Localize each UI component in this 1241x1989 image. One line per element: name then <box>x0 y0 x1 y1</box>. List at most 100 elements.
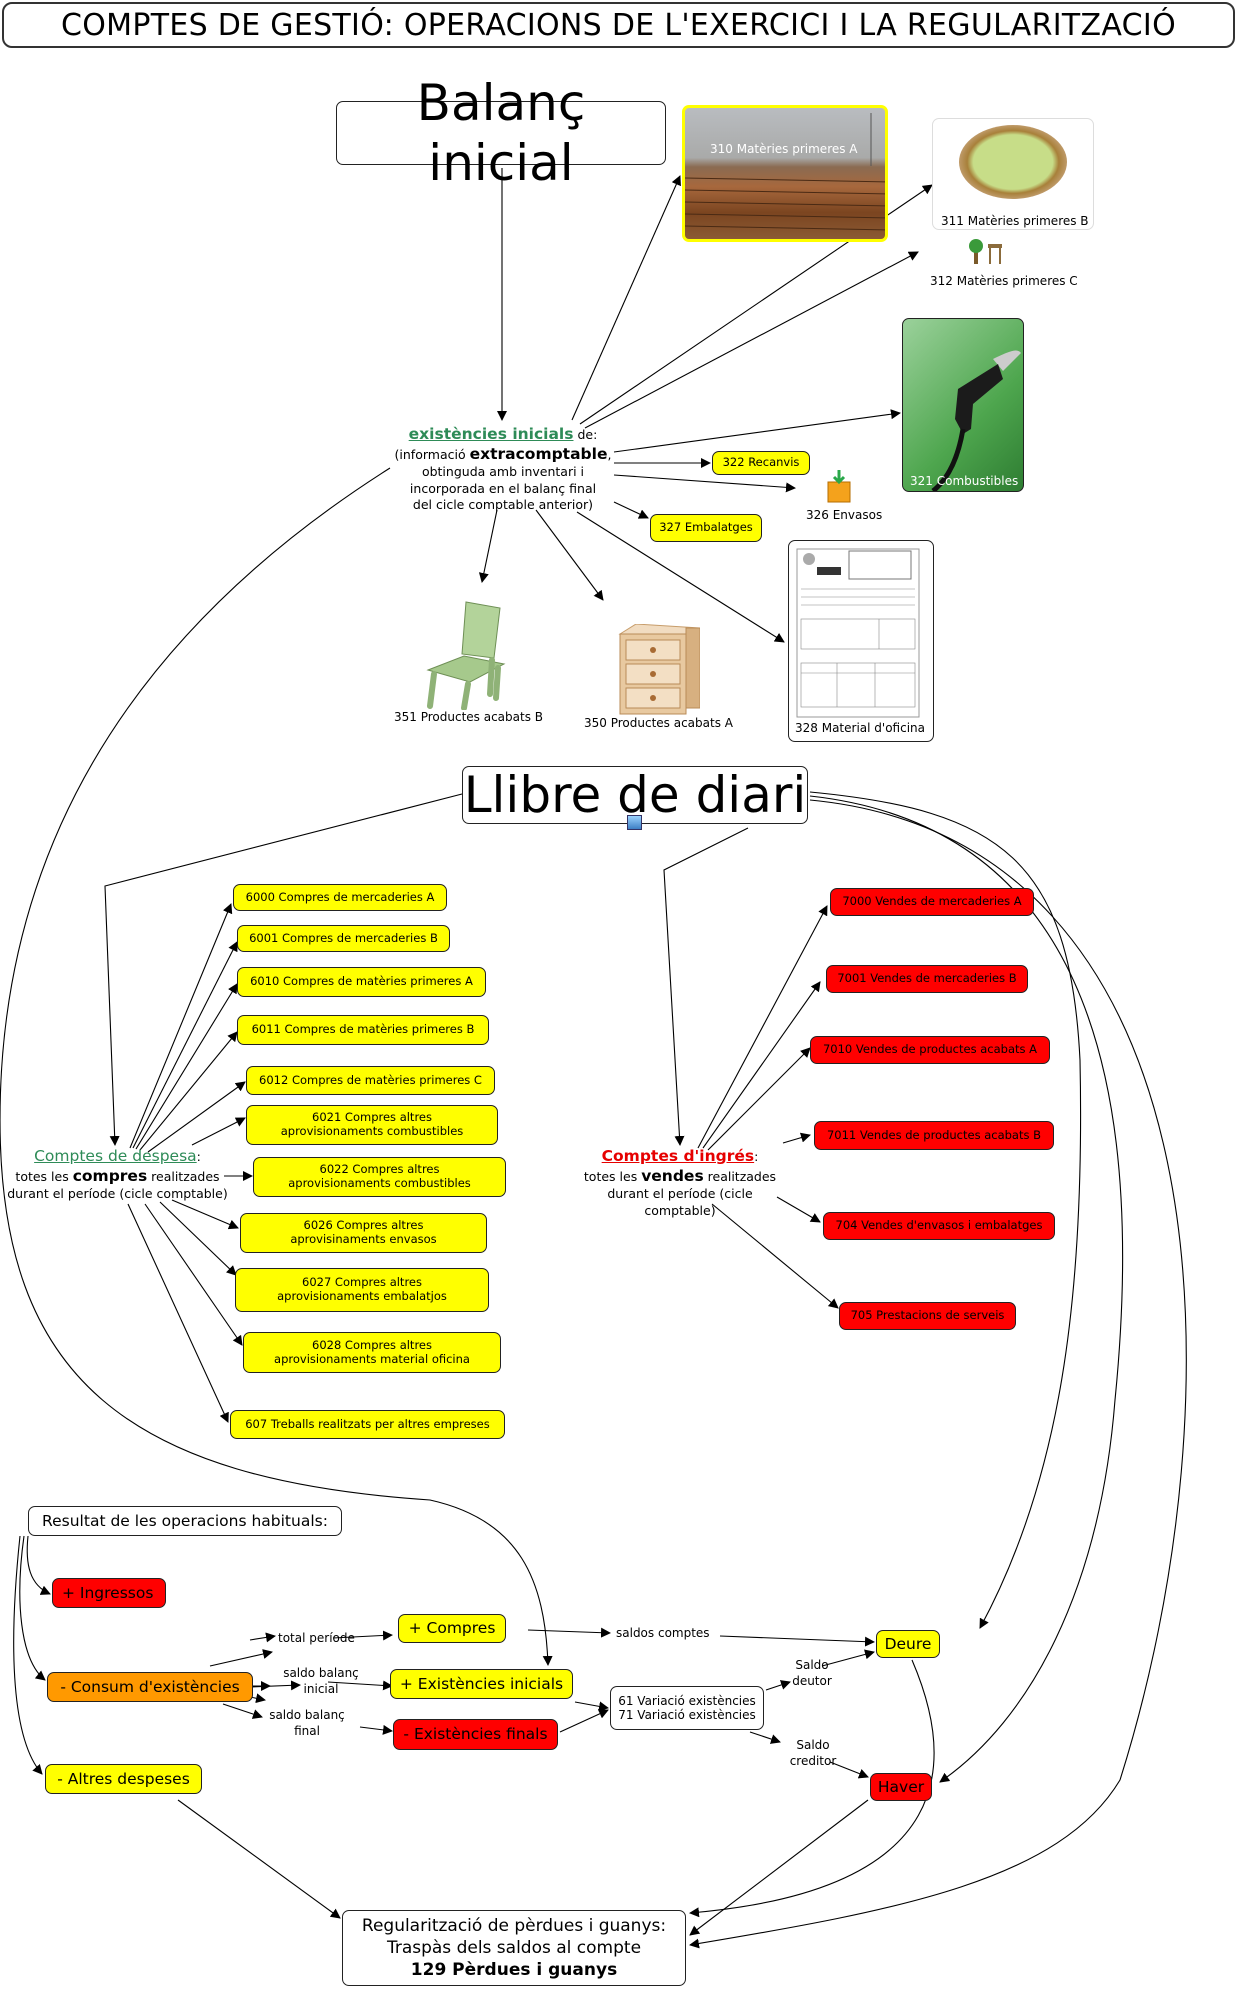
purchase-label: 6000 Compres de mercaderies A <box>245 889 435 904</box>
wood-logs-image[interactable]: 310 Matèries primeres A <box>682 105 888 242</box>
r322-node[interactable]: 322 Recanvis <box>712 451 810 475</box>
purchase-6000[interactable]: 6000 Compres de mercaderies A <box>233 884 447 911</box>
plant-icon <box>968 236 1004 266</box>
comptes-ingres-link[interactable]: Comptes d'ingrés <box>601 1147 755 1165</box>
sale-label: 7010 Vendes de productes acabats A <box>822 1042 1038 1057</box>
regularitzacio-node[interactable]: Regularització de pèrdues i guanys: Tras… <box>342 1910 686 1986</box>
page-title: COMPTES DE GESTIÓ: OPERACIONS DE L'EXERC… <box>2 2 1235 48</box>
purchase-label: 6011 Compres de matèries primeres B <box>251 1022 475 1037</box>
comptes-despesa-node[interactable]: Comptes de despesa: totes les compres re… <box>5 1146 230 1203</box>
link-icon[interactable] <box>627 815 642 830</box>
chair-image[interactable] <box>424 598 514 711</box>
purchase-6026[interactable]: 6026 Compres altres aprovisinaments enva… <box>240 1213 487 1253</box>
drawer-cabinet-image[interactable] <box>616 623 702 716</box>
despesa-line1-post: realitzades <box>147 1169 220 1185</box>
purchase-label: 6001 Compres de mercaderies B <box>249 930 438 945</box>
comptes-despesa-link[interactable]: Comptes de despesa <box>34 1147 197 1165</box>
c321-caption: 321 Combustibles <box>910 474 1019 488</box>
purchase-6027[interactable]: 6027 Compres altres aprovisionaments emb… <box>235 1268 489 1312</box>
m310-caption: 310 Matèries primeres A <box>710 142 858 156</box>
altres-despeses-node[interactable]: - Altres despeses <box>45 1764 202 1794</box>
regularitzacio-line2: Traspàs dels saldos al compte <box>386 1937 642 1958</box>
sale-label: 704 Vendes d'envasos i embalatges <box>835 1218 1043 1233</box>
ingressos-node[interactable]: + Ingressos <box>52 1578 166 1608</box>
fuel-pump-image[interactable]: 321 Combustibles <box>902 318 1024 492</box>
compres-label: + Compres <box>408 1619 496 1638</box>
existencies-finals-box[interactable]: - Existències finals <box>393 1719 558 1750</box>
purchase-6001[interactable]: 6001 Compres de mercaderies B <box>237 925 450 952</box>
clay-plate-image[interactable]: 311 Matèries primeres B <box>932 118 1094 230</box>
saldo-creditor-label: Saldo creditor <box>789 1738 837 1768</box>
purchase-label: 6022 Compres altres aprovisionaments com… <box>288 1162 471 1190</box>
despesa-line1-bold: compres <box>72 1167 148 1186</box>
despesa-line1-pre: totes les <box>15 1169 73 1185</box>
existencies-line2: obtinguda amb inventari i <box>421 464 585 480</box>
sale-label: 7011 Vendes de productes acabats B <box>826 1127 1042 1142</box>
fuel-pump-drawing <box>931 350 1021 491</box>
purchase-label: 6026 Compres altres aprovisinaments enva… <box>290 1218 437 1246</box>
saldo-deutor-label: Saldo deutor <box>792 1658 832 1688</box>
sale-label: 7000 Vendes de mercaderies A <box>842 894 1022 909</box>
resultat-label: Resultat de les operacions habituals: <box>42 1511 328 1530</box>
despesa-colon: : <box>196 1149 201 1164</box>
chair-drawing <box>426 601 506 711</box>
haver-label: Haver <box>877 1777 925 1796</box>
regularitzacio-line3: 129 Pèrdues i guanys <box>410 1960 618 1981</box>
purchase-6021[interactable]: 6021 Compres altres aprovisionaments com… <box>246 1105 498 1145</box>
haver-node[interactable]: Haver <box>870 1773 932 1801</box>
ingres-line1-bold: vendes <box>641 1167 704 1186</box>
compres-node[interactable]: + Compres <box>398 1614 506 1643</box>
sale-7001[interactable]: 7001 Vendes de mercaderies B <box>826 965 1028 993</box>
variacio-node[interactable]: 61 Variació existències 71 Variació exis… <box>610 1686 764 1730</box>
ingres-line1-post: realitzades <box>703 1169 777 1185</box>
despesa-line2: durant el període (cicle comptable) <box>7 1186 228 1202</box>
existencies-inicials-link[interactable]: existències inicials <box>408 425 574 443</box>
purchase-label: 6010 Compres de matèries primeres A <box>250 974 473 989</box>
existencies-line1-bold: extracomptable <box>469 445 608 464</box>
existencies-inicials-box[interactable]: + Existències inicials <box>390 1669 573 1699</box>
variacio-line1: 61 Variació existències <box>618 1693 756 1708</box>
balanc-inicial-node[interactable]: Balanç inicial <box>336 74 666 192</box>
deure-node[interactable]: Deure <box>876 1630 940 1658</box>
sale-704[interactable]: 704 Vendes d'envasos i embalatges <box>823 1212 1055 1240</box>
regularitzacio-line1: Regularització de pèrdues i guanys: <box>361 1915 667 1936</box>
purchase-6022[interactable]: 6022 Compres altres aprovisionaments com… <box>253 1157 506 1197</box>
llibre-diari-label: Llibre de diari <box>463 766 807 824</box>
purchase-607[interactable]: 607 Treballs realitzats per altres empre… <box>230 1410 505 1439</box>
purchase-label: 6012 Compres de matèries primeres C <box>259 1072 482 1087</box>
comptes-ingres-node[interactable]: Comptes d'ingrés: totes les vendes reali… <box>570 1146 790 1219</box>
sale-7000[interactable]: 7000 Vendes de mercaderies A <box>830 888 1034 916</box>
saldos-comptes-label: saldos comptes <box>616 1626 710 1640</box>
purchase-6011[interactable]: 6011 Compres de matèries primeres B <box>237 1015 489 1045</box>
sale-label: 7001 Vendes de mercaderies B <box>837 971 1017 986</box>
existencies-finals-box-label: - Existències finals <box>403 1725 548 1744</box>
ingres-colon: : <box>754 1149 759 1164</box>
purchase-label: 6027 Compres altres aprovisionaments emb… <box>277 1275 447 1303</box>
purchase-6010[interactable]: 6010 Compres de matèries primeres A <box>237 967 486 997</box>
resultat-node[interactable]: Resultat de les operacions habituals: <box>28 1506 342 1536</box>
purchase-label: 607 Treballs realitzats per altres empre… <box>245 1416 490 1431</box>
e327-node[interactable]: 327 Embalatges <box>650 514 762 542</box>
wood-logs-drawing <box>685 113 885 231</box>
existencies-inicials-node[interactable]: existències inicials de: (informació ext… <box>388 424 618 513</box>
consum-node[interactable]: - Consum d'existències <box>47 1672 253 1702</box>
plate-drawing <box>959 125 1067 199</box>
sale-label: 705 Prestacions de serveis <box>850 1308 1005 1323</box>
purchase-label: 6021 Compres altres aprovisionaments com… <box>280 1110 464 1138</box>
form-document-image[interactable]: 328 Material d'oficina <box>788 540 934 742</box>
purchase-6012[interactable]: 6012 Compres de matèries primeres C <box>246 1066 495 1095</box>
variacio-line2: 71 Variació existències <box>618 1708 756 1722</box>
sale-7010[interactable]: 7010 Vendes de productes acabats A <box>810 1036 1050 1064</box>
purchase-6028[interactable]: 6028 Compres altres aprovisionaments mat… <box>243 1332 501 1373</box>
sale-705[interactable]: 705 Prestacions de serveis <box>839 1302 1016 1330</box>
drawer-cabinet-drawing <box>618 623 702 715</box>
saldo-inicial-label: saldo balanç inicial <box>283 1666 359 1696</box>
m311-caption: 311 Matèries primeres B <box>941 214 1089 228</box>
sale-7011[interactable]: 7011 Vendes de productes acabats B <box>814 1121 1054 1150</box>
existencies-line1-post: , <box>607 447 612 463</box>
existencies-line1-pre: (informació <box>394 447 470 463</box>
ingres-line1-pre: totes les <box>583 1169 642 1185</box>
p351-caption: 351 Productes acabats B <box>394 710 544 724</box>
existencies-line4: del cicle comptable anterior) <box>412 496 594 512</box>
